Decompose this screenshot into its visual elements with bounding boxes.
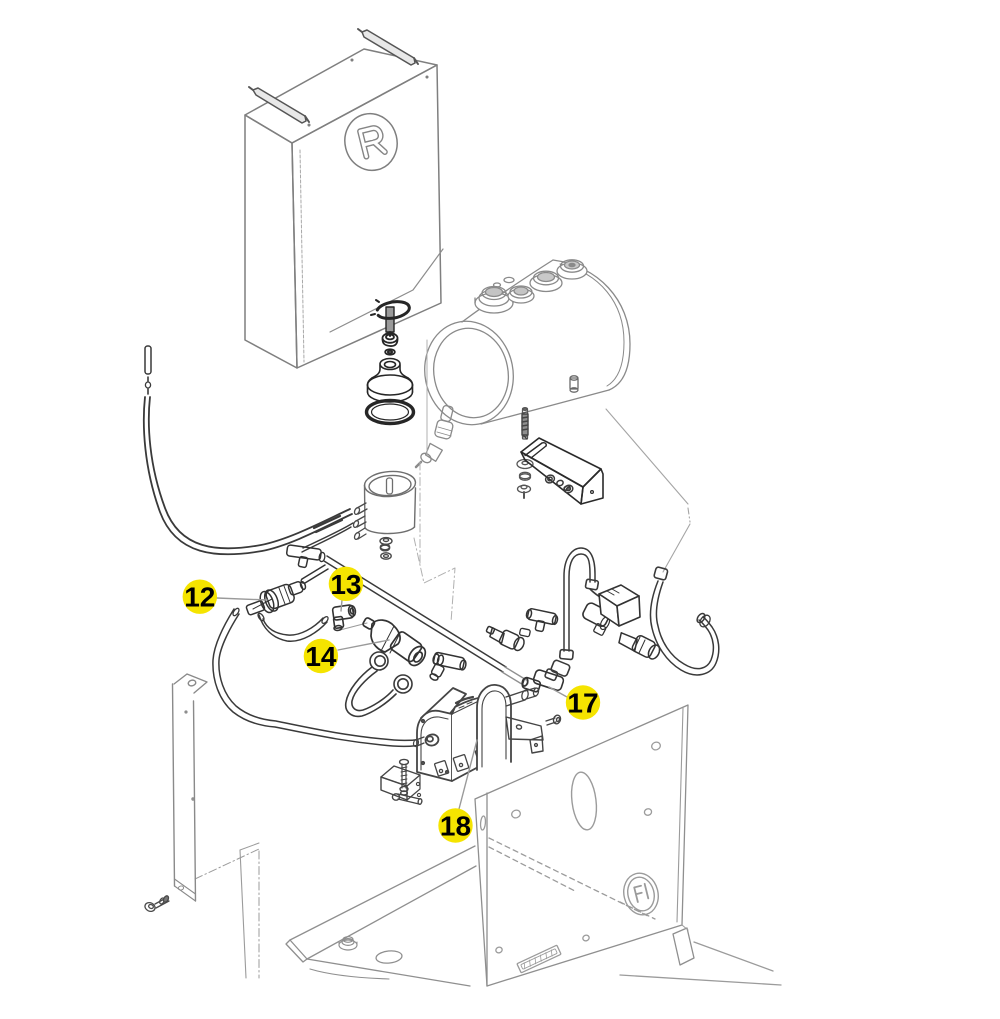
svg-text:18: 18: [440, 811, 471, 842]
svg-text:14: 14: [305, 641, 337, 672]
svg-text:13: 13: [330, 569, 361, 600]
svg-text:17: 17: [567, 688, 598, 719]
svg-text:12: 12: [184, 582, 215, 613]
